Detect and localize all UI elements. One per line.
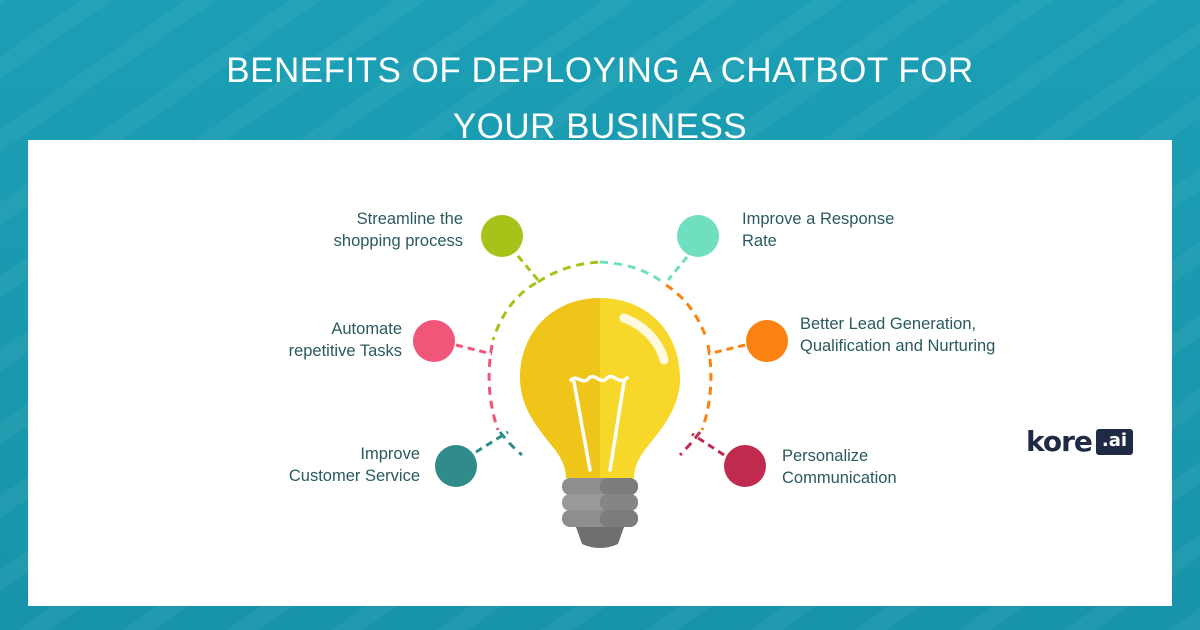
arc-segment-right-upper xyxy=(665,283,709,341)
arc-segment-left-upper xyxy=(491,281,537,341)
arc-segment-left-lower xyxy=(498,431,523,457)
benefit-label-5: Improve Customer Service xyxy=(288,445,420,485)
benefit-label-2: Improve a Response Rate xyxy=(742,210,895,250)
benefit-circle-5 xyxy=(435,445,477,487)
bulb-base-ring-1-shade xyxy=(600,478,638,495)
arc-segment-top-right xyxy=(599,260,666,286)
logo-badge: .ai xyxy=(1095,428,1134,455)
kore-ai-logo: kore .ai xyxy=(1026,425,1134,458)
benefit-label-4: Better Lead Generation, Qualification an… xyxy=(800,315,996,355)
benefit-label-1: Streamline the shopping process xyxy=(333,210,463,250)
page-title: BENEFITS OF DEPLOYING A CHATBOT FOR YOUR… xyxy=(0,43,1200,155)
arc-segment-right-mid xyxy=(700,344,713,431)
arc-segment-right-lower xyxy=(678,431,702,457)
benefit-label-6: Personalize Communication xyxy=(782,447,897,487)
connector-2 xyxy=(666,256,689,281)
bulb-highlight xyxy=(619,313,669,365)
connector-4 xyxy=(707,343,746,356)
title-line-1: BENEFITS OF DEPLOYING A CHATBOT FOR xyxy=(226,51,974,91)
bulb-base-ring-2-shade xyxy=(600,494,638,511)
title-line-2: YOUR BUSINESS xyxy=(452,107,748,147)
bulb-glass-left xyxy=(520,298,600,478)
logo-word: kore xyxy=(1026,425,1093,458)
arc-segment-left-mid xyxy=(487,344,500,431)
benefit-circle-6 xyxy=(724,445,766,487)
benefit-circle-4 xyxy=(746,320,788,362)
arc-segment-top-left xyxy=(537,260,601,284)
connector-5 xyxy=(475,430,509,454)
lightbulb-icon xyxy=(520,298,680,548)
bulb-base-cap xyxy=(576,527,624,548)
benefit-circle-2 xyxy=(677,215,719,257)
connector-1 xyxy=(516,255,540,281)
connector-6 xyxy=(691,432,725,457)
connector-3 xyxy=(455,343,493,356)
bulb-filament xyxy=(569,374,629,472)
benefit-label-3: Automate repetitive Tasks xyxy=(288,320,402,360)
benefit-circle-3 xyxy=(413,320,455,362)
bulb-base-ring-3-shade xyxy=(600,510,638,527)
benefit-circle-1 xyxy=(481,215,523,257)
